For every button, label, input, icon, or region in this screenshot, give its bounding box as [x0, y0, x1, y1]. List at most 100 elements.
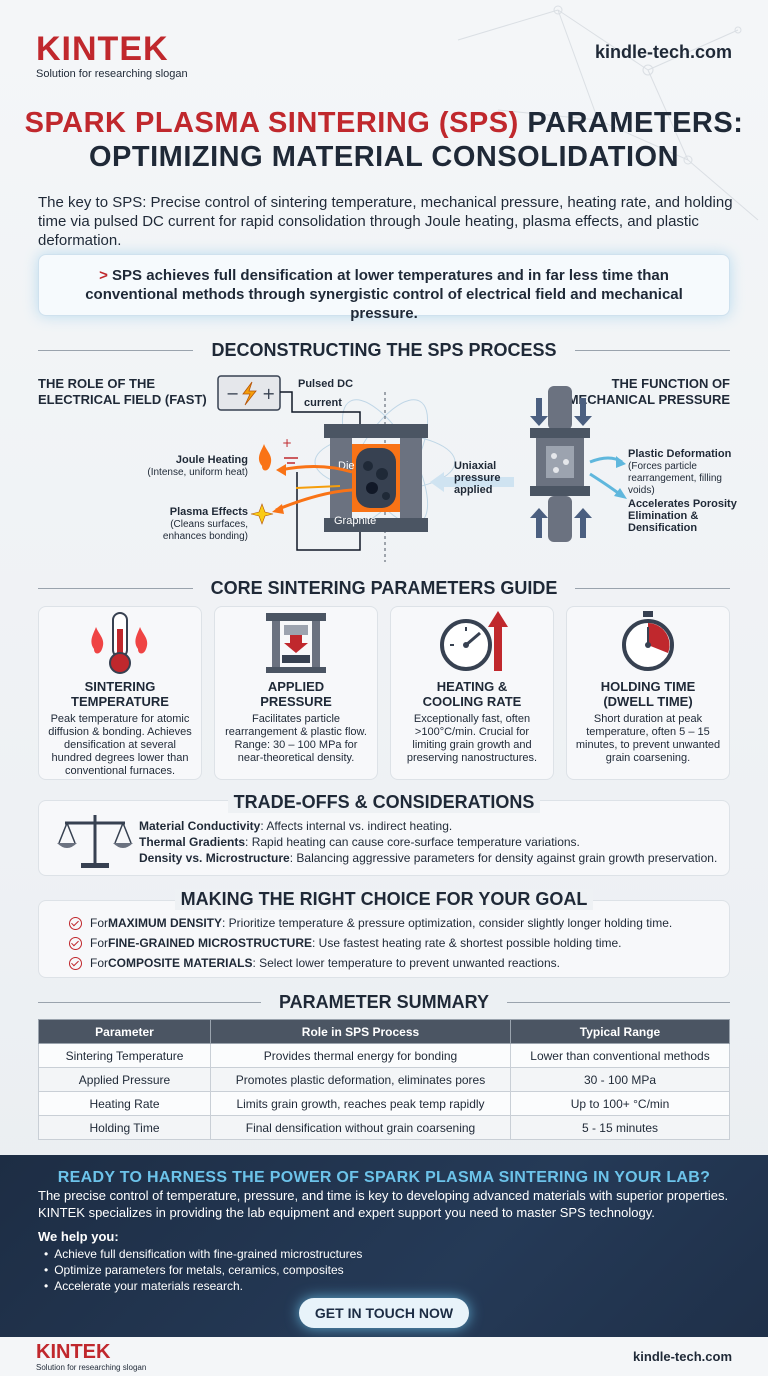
table-row: Applied Pressure Promotes plastic deform…	[38, 1067, 730, 1092]
title-highlight: SPARK PLASMA SINTERING (SPS)	[24, 107, 519, 139]
table-cell: Provides thermal energy for bonding	[210, 1043, 511, 1068]
cta-body: The precise control of temperature, pres…	[38, 1188, 729, 1220]
check-circle-icon	[69, 916, 82, 930]
table-cell: Limits grain growth, reaches peak temp r…	[210, 1091, 511, 1116]
card-title: HEATING &COOLING RATE	[422, 679, 522, 709]
table-cell: Lower than conventional methods	[510, 1043, 730, 1068]
choice-heading: MAKING THE RIGHT CHOICE FOR YOUR GOAL	[160, 889, 608, 910]
list-item: Achieve full densification with fine-gra…	[44, 1246, 362, 1262]
page-footer: KINTEK Solution for researching slogan k…	[0, 1337, 768, 1376]
callout-text: SPS achieves full densification at lower…	[85, 267, 683, 322]
sps-apparatus-svg: − + + Die Graphite Puls	[217, 375, 627, 562]
table-cell: 30 - 100 MPa	[510, 1067, 730, 1092]
intro-text: The key to SPS: Precise control of sinte…	[38, 194, 733, 249]
pressure-arrow-icons	[530, 398, 592, 538]
table-row: Heating Rate Limits grain growth, reache…	[38, 1091, 730, 1116]
balance-scale-icon	[57, 815, 133, 868]
svg-text:−: −	[226, 384, 239, 403]
process-heading-text: DECONSTRUCTING THE SPS PROCESS	[211, 340, 557, 360]
card-description: Facilitates particle rearrangement & pla…	[225, 713, 367, 764]
footer-slogan: Solution for researching slogan	[36, 1363, 147, 1372]
table-cell: Up to 100+ °C/min	[510, 1091, 730, 1116]
tradeoff-item: Density vs. Microstructure: Balancing ag…	[139, 851, 718, 865]
parameter-summary-table: Parameter Role in SPS Process Typical Ra…	[38, 1019, 730, 1140]
stopwatch-icon	[622, 611, 674, 671]
choice-item: For MAXIMUM DENSITY: Prioritize temperat…	[69, 913, 729, 933]
brand-slogan: Solution for researching slogan	[36, 68, 188, 80]
flame-icon	[258, 444, 272, 471]
site-link[interactable]: kindle-tech.com	[594, 42, 732, 62]
get-in-touch-button[interactable]: GET IN TOUCH NOW	[299, 1298, 469, 1328]
table-header-row: Parameter Role in SPS Process Typical Ra…	[38, 1019, 730, 1044]
choice-item: For COMPOSITE MATERIALS: Select lower te…	[69, 953, 729, 973]
card-description: Peak temperature for atomic diffusion & …	[48, 713, 192, 777]
tradeoffs-box: Material Conductivity: Affects internal …	[38, 800, 730, 876]
uniaxial-press-icon	[530, 386, 590, 542]
table-row: Sintering Temperature Provides thermal e…	[38, 1043, 730, 1068]
list-item: Accelerate your materials research.	[44, 1278, 362, 1294]
title-line2: OPTIMIZING MATERIAL CONSOLIDATION	[88, 141, 680, 173]
summary-heading-text: PARAMETER SUMMARY	[279, 992, 489, 1012]
table-cell: Heating Rate	[38, 1091, 211, 1116]
column-header: Role in SPS Process	[210, 1019, 511, 1044]
cta-benefits-list: Achieve full densification with fine-gra…	[44, 1246, 362, 1294]
sparkle-icon	[250, 503, 274, 525]
table-cell: Promotes plastic deformation, eliminates…	[210, 1067, 511, 1092]
key-callout: > SPS achieves full densification at low…	[38, 254, 730, 322]
table-cell: Holding Time	[38, 1115, 211, 1140]
parameters-heading-text: CORE SINTERING PARAMETERS GUIDE	[210, 578, 558, 598]
svg-text:+: +	[262, 384, 275, 403]
thermometer-flame-icon	[91, 612, 148, 674]
footer-site-link[interactable]: kindle-tech.com	[633, 1349, 732, 1364]
tradeoff-item: Thermal Gradients: Rapid heating can cau…	[139, 835, 580, 849]
cta-title: READY TO HARNESS THE POWER OF SPARK PLAS…	[57, 1169, 711, 1186]
svg-text:Pulsed DC: Pulsed DC	[298, 378, 353, 390]
tradeoffs-list: Material Conductivity: Affects internal …	[139, 818, 717, 866]
column-header: Parameter	[38, 1019, 211, 1044]
tradeoffs-heading: TRADE-OFFS & CONSIDERATIONS	[200, 792, 568, 813]
choice-item: For FINE-GRAINED MICROSTRUCTURE: Use fas…	[69, 933, 729, 953]
svg-text:current: current	[304, 397, 342, 409]
card-title: HOLDING TIME(DWELL TIME)	[600, 679, 696, 709]
check-circle-icon	[69, 956, 82, 970]
card-heating-cooling-rate: HEATING &COOLING RATE Exceptionally fast…	[390, 606, 554, 780]
process-heading: DECONSTRUCTING THE SPS PROCESS	[38, 340, 731, 361]
page-title: SPARK PLASMA SINTERING (SPS) PARAMETERS:…	[0, 106, 768, 174]
summary-heading: PARAMETER SUMMARY	[38, 992, 730, 1013]
graphite-label: Graphite	[334, 515, 376, 527]
table-cell: Applied Pressure	[38, 1067, 211, 1092]
card-holding-time: HOLDING TIME(DWELL TIME) Short duration …	[566, 606, 730, 780]
footer-brand-logo[interactable]: KINTEK	[36, 1341, 111, 1363]
choice-box: For MAXIMUM DENSITY: Prioritize temperat…	[38, 900, 730, 978]
joule-heating-label: Joule Heating(Intense, uniform heat)	[147, 454, 248, 478]
tradeoff-item: Material Conductivity: Affects internal …	[139, 819, 453, 833]
plasma-effects-label: Plasma Effects(Cleans surfaces,enhances …	[162, 506, 248, 542]
card-description: Short duration at peak temperature, ofte…	[575, 713, 721, 764]
title-rest: PARAMETERS:	[518, 107, 744, 139]
table-row: Holding Time Final densification without…	[38, 1115, 730, 1140]
parameters-heading: CORE SINTERING PARAMETERS GUIDE	[38, 578, 731, 599]
check-circle-icon	[69, 936, 82, 950]
table-cell: 5 - 15 minutes	[510, 1115, 730, 1140]
callout-marker: >	[99, 267, 108, 284]
cta-section: READY TO HARNESS THE POWER OF SPARK PLAS…	[0, 1155, 768, 1337]
dc-supply-icon: − +	[217, 375, 281, 411]
page-header: KINTEK Solution for researching slogan k…	[36, 32, 732, 84]
list-item: Optimize parameters for metals, ceramics…	[44, 1262, 362, 1278]
cta-help-label: We help you:	[38, 1229, 119, 1244]
network-decoration	[457, 5, 759, 221]
brand-logo[interactable]: KINTEK	[36, 30, 169, 68]
table-cell: Sintering Temperature	[38, 1043, 211, 1068]
column-header: Typical Range	[510, 1019, 730, 1044]
gauge-arrow-icon	[440, 611, 508, 671]
